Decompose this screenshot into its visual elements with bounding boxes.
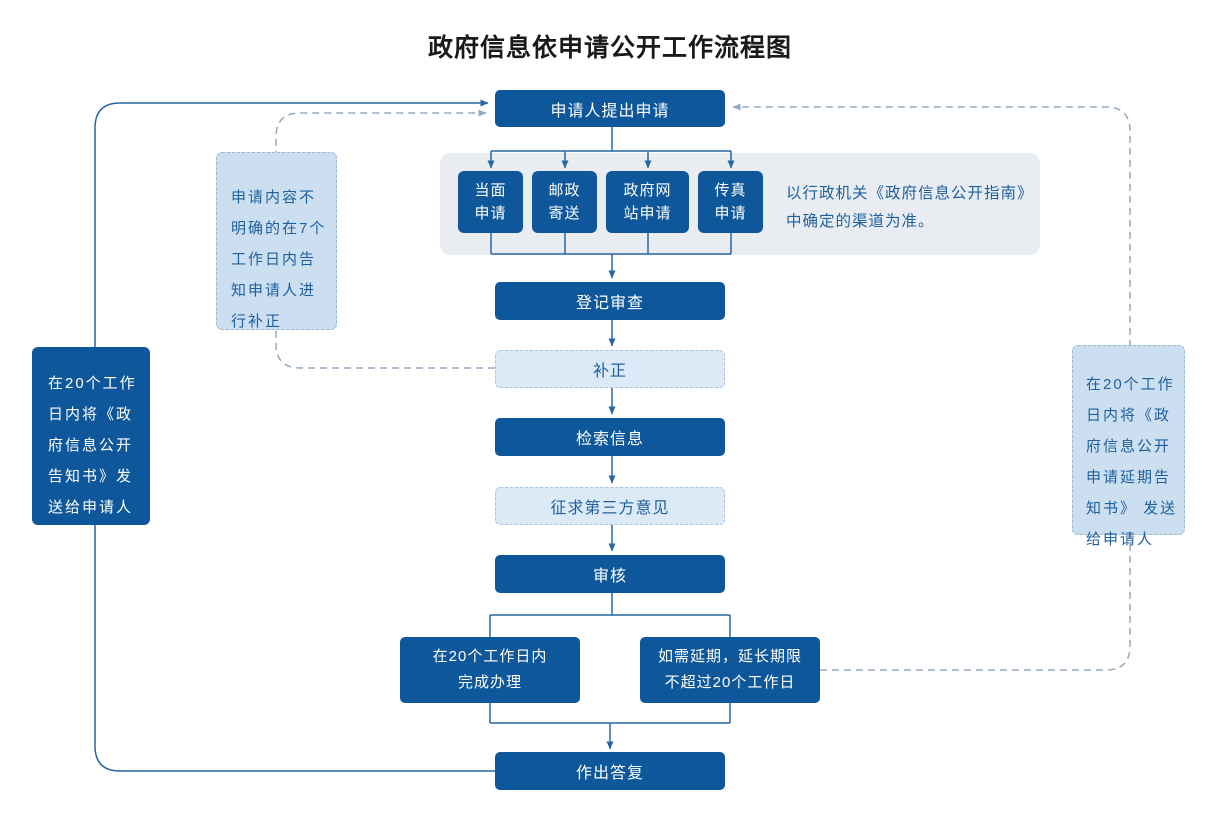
channel-label-line: 申请	[714, 205, 747, 222]
node-complete-line: 完成办理	[457, 674, 522, 691]
node-apply: 申请人提出申请	[495, 90, 725, 127]
connector-review-split	[489, 593, 731, 637]
note-line: 在20个工作	[1086, 376, 1175, 393]
node-review-label: 审核	[592, 568, 627, 585]
node-register-review: 登记审查	[495, 282, 725, 320]
note-line: 申请延期告	[1086, 469, 1172, 486]
node-channel-fax: 传真 申请	[698, 171, 763, 233]
node-search-label: 检索信息	[575, 431, 644, 448]
note-line: 日内将《政	[48, 406, 134, 423]
node-supplement: 补正	[495, 350, 725, 388]
note-line: 申请内容不	[231, 189, 317, 206]
note-extension-notice-right: 在20个工作 日内将《政 府信息公开 申请延期告 知书》 发送 给申请人	[1072, 345, 1185, 548]
node-extension-line: 如需延期，延长期限	[657, 648, 802, 665]
note-supplement-within-7-days: 申请内容不 明确的在7个 工作日内告 知申请人进 行补正	[216, 152, 337, 330]
note-line: 府信息公开	[48, 437, 134, 454]
note-line: 工作日内告	[231, 251, 317, 268]
node-extension-line: 不超过20个工作日	[664, 674, 796, 691]
node-apply-label: 申请人提出申请	[550, 102, 670, 120]
note-line: 知申请人进	[231, 282, 317, 299]
node-complete-in-20-days: 在20个工作日内 完成办理	[400, 637, 580, 703]
channel-label-line: 当面	[474, 182, 507, 199]
connector-apply-to-bus	[491, 127, 731, 152]
node-review: 审核	[495, 555, 725, 593]
channel-label-line: 传真	[714, 182, 747, 199]
node-reply-label: 作出答复	[575, 765, 644, 782]
channel-label-line: 寄送	[548, 205, 581, 222]
note-line: 告知书》发	[48, 468, 134, 485]
channel-note: 以行政机关《政府信息公开指南》 中确定的渠道为准。	[786, 180, 1042, 236]
channel-label-line: 邮政	[548, 182, 581, 199]
note-line: 行补正	[231, 313, 283, 330]
channel-note-line: 中确定的渠道为准。	[786, 213, 935, 230]
page-title: 政府信息依申请公开工作流程图	[427, 34, 792, 62]
node-channel-in-person: 当面 申请	[458, 171, 523, 233]
node-third-party-label: 征求第三方意见	[550, 500, 670, 517]
note-line: 明确的在7个	[231, 220, 327, 237]
node-supplement-label: 补正	[592, 363, 627, 380]
channel-label-line: 申请	[474, 205, 507, 222]
channel-note-line: 以行政机关《政府信息公开指南》	[786, 185, 1034, 202]
note-line: 送给申请人	[48, 499, 134, 516]
node-extension: 如需延期，延长期限 不超过20个工作日	[640, 637, 820, 703]
node-reply: 作出答复	[495, 752, 725, 790]
note-line: 日内将《政	[1086, 407, 1172, 424]
connector-channels-merge	[490, 233, 732, 255]
node-channel-postal: 邮政 寄送	[532, 171, 597, 233]
node-register-label: 登记审查	[575, 295, 644, 312]
node-third-party-opinion: 征求第三方意见	[495, 487, 725, 525]
note-line: 知书》 发送	[1086, 500, 1178, 517]
channel-label-line: 站申请	[623, 205, 672, 222]
node-complete-line: 在20个工作日内	[432, 648, 548, 665]
note-line: 给申请人	[1086, 531, 1155, 548]
node-search-info: 检索信息	[495, 418, 725, 456]
channel-label-line: 政府网	[623, 182, 672, 199]
note-line: 在20个工作	[48, 375, 137, 392]
note-line: 府信息公开	[1086, 438, 1172, 455]
connector-merge-to-reply	[489, 703, 731, 724]
note-disclosure-notice-left: 在20个工作 日内将《政 府信息公开 告知书》发 送给申请人	[32, 347, 150, 525]
node-channel-website: 政府网 站申请	[606, 171, 689, 233]
